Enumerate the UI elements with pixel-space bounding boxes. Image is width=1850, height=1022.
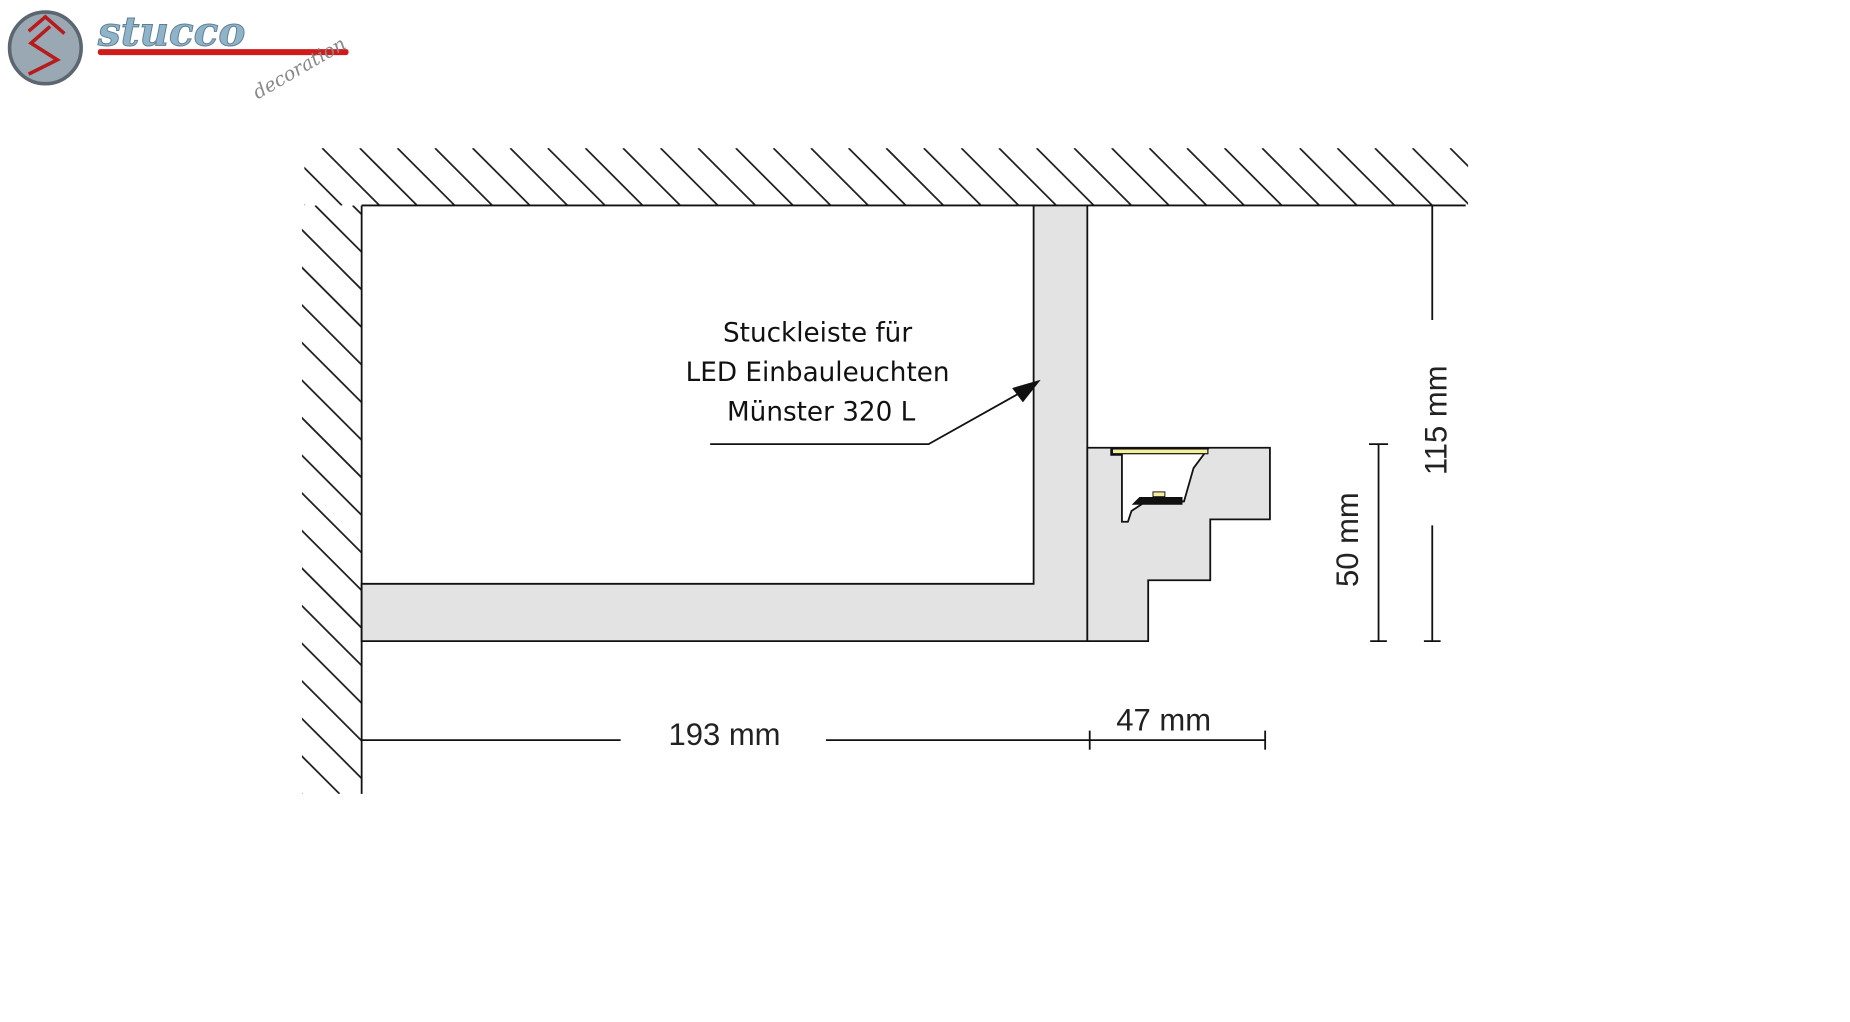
ceiling-hatch bbox=[304, 148, 1469, 206]
dim-width-step: 47 mm bbox=[1116, 703, 1211, 738]
led-strip bbox=[1111, 448, 1209, 455]
product-label: Stuckleiste für LED Einbauleuchten Münst… bbox=[686, 319, 1041, 446]
logo: stucco decoration bbox=[7, 7, 350, 104]
dimension-lines bbox=[361, 205, 1441, 750]
stucco-profile bbox=[360, 204, 1271, 642]
wall-hatch bbox=[301, 205, 362, 794]
label-line-3: Münster 320 L bbox=[727, 397, 916, 427]
dim-height-profile: 50 mm bbox=[1330, 492, 1365, 587]
led-chip bbox=[1131, 496, 1183, 505]
arrow-icon bbox=[1012, 379, 1041, 403]
label-line-1: Stuckleiste für bbox=[723, 319, 912, 349]
logo-text: stucco bbox=[97, 8, 246, 56]
logo-emblem-icon bbox=[7, 10, 83, 86]
dim-width-total: 193 mm bbox=[668, 717, 780, 752]
dim-height-total: 115 mm bbox=[1419, 365, 1454, 475]
logo-subtext: decoration bbox=[249, 32, 350, 104]
label-line-2: LED Einbauleuchten bbox=[686, 358, 950, 388]
